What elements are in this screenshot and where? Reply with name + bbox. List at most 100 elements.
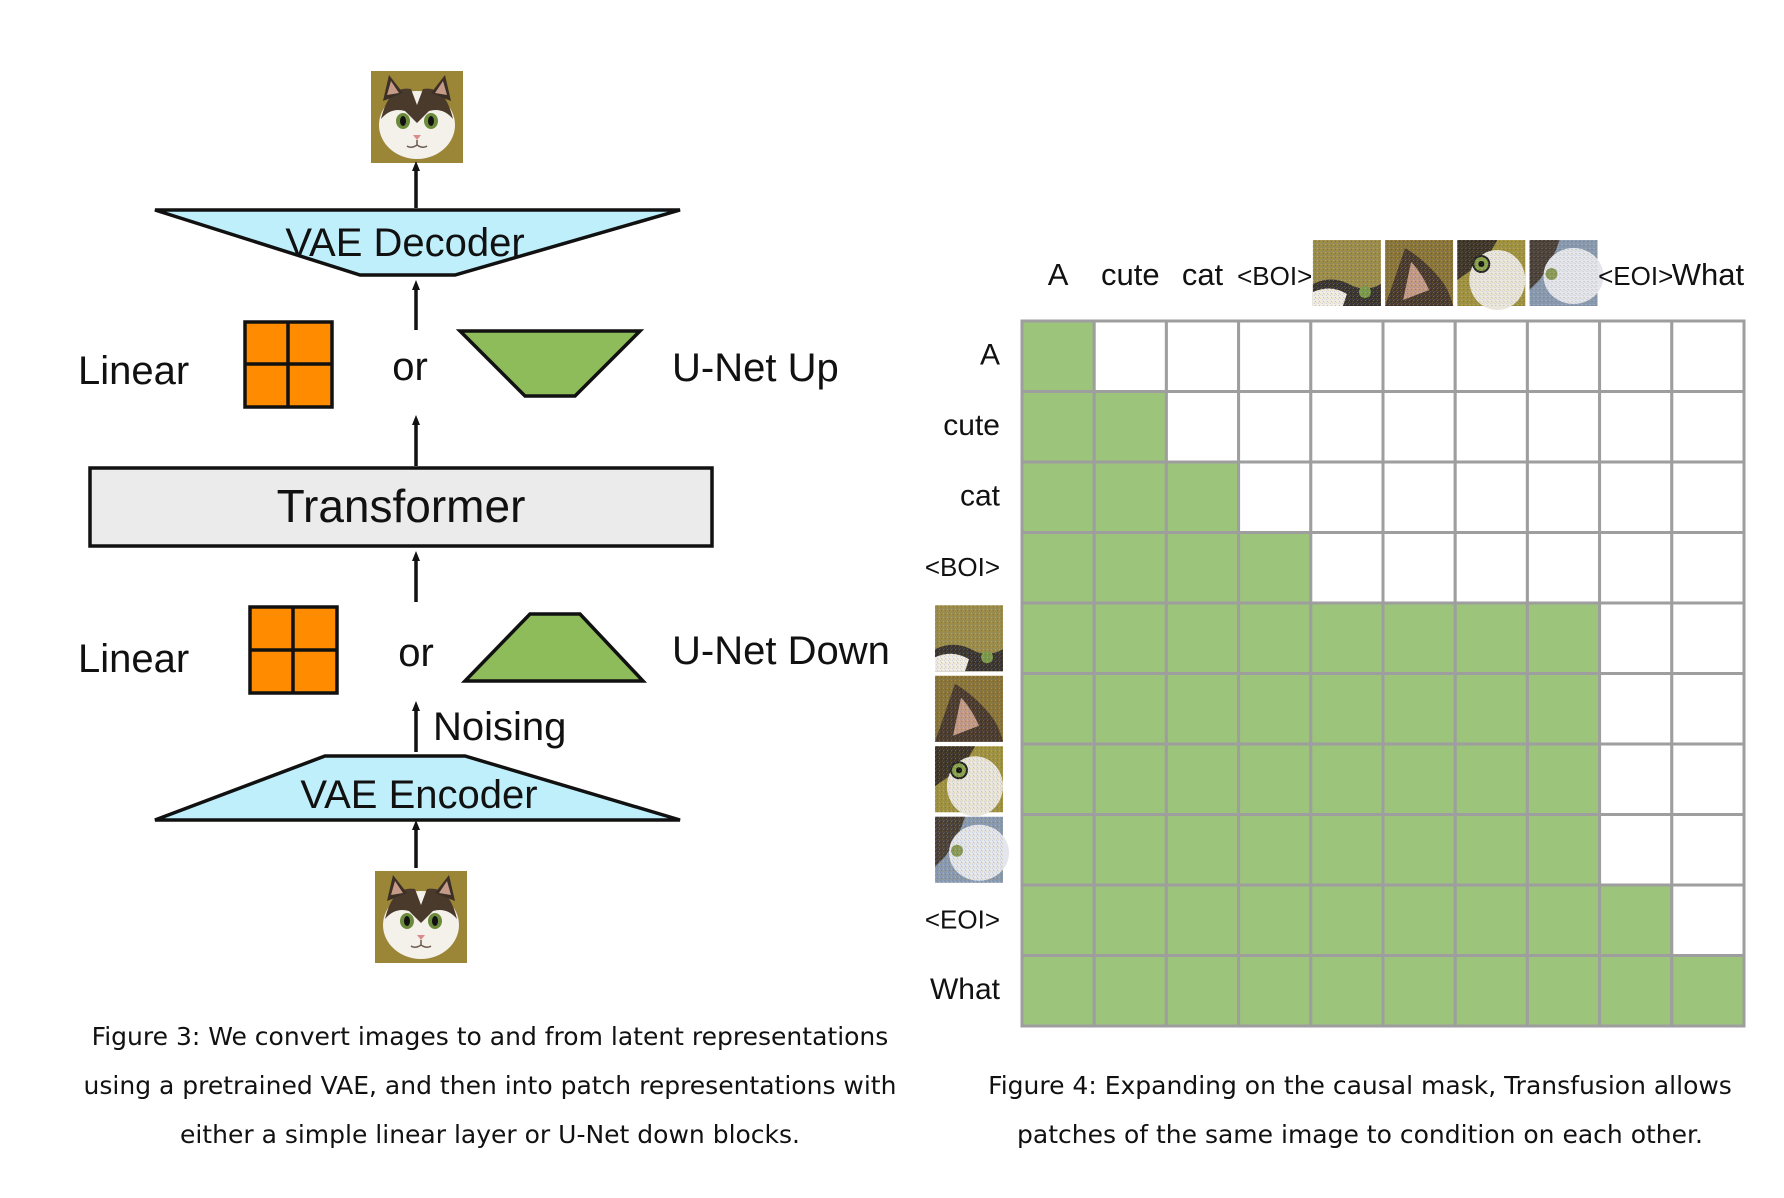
mask-cell-attend bbox=[1020, 813, 1096, 887]
mask-cell-attend bbox=[1237, 742, 1313, 816]
mask-cell-blocked bbox=[1525, 531, 1602, 605]
row-image-patch bbox=[935, 675, 1003, 742]
column-image-patch bbox=[1456, 239, 1527, 311]
mask-cell-attend bbox=[1020, 883, 1096, 957]
mask-cell-attend bbox=[1164, 813, 1241, 887]
linear-top-label: Linear bbox=[78, 349, 189, 393]
figure3-caption-line: Figure 3: We convert images to and from … bbox=[91, 1022, 889, 1051]
mask-cells bbox=[1020, 319, 1746, 1028]
mask-cell-blocked bbox=[1598, 531, 1674, 605]
mask-cell-attend bbox=[1237, 601, 1313, 675]
mask-cell-attend bbox=[1164, 531, 1241, 605]
unet-down-label: U-Net Down bbox=[672, 629, 890, 673]
mask-cell-attend bbox=[1309, 742, 1385, 816]
mask-cell-attend bbox=[1525, 813, 1602, 887]
mask-cell-attend bbox=[1020, 319, 1096, 393]
mask-cell-blocked bbox=[1237, 460, 1313, 534]
mask-cell-attend bbox=[1164, 601, 1241, 675]
mask-cell-blocked bbox=[1670, 319, 1746, 393]
mask-cell-blocked bbox=[1164, 319, 1241, 393]
mask-cell-attend bbox=[1381, 813, 1457, 887]
mask-cell-attend bbox=[1164, 672, 1241, 746]
or-top-label: or bbox=[392, 345, 428, 389]
mask-cell-blocked bbox=[1670, 672, 1746, 746]
mask-cell-attend bbox=[1237, 531, 1313, 605]
row-label: What bbox=[930, 973, 1001, 1006]
mask-cell-blocked bbox=[1670, 883, 1746, 957]
vae-decoder-shape bbox=[154, 208, 681, 277]
mask-cell-blocked bbox=[1525, 319, 1602, 393]
row-label: <BOI> bbox=[925, 552, 1000, 582]
mask-cell-attend bbox=[1237, 813, 1313, 887]
mask-cell-attend bbox=[1525, 672, 1602, 746]
column-image-patch bbox=[1312, 240, 1381, 306]
row-label: cute bbox=[943, 409, 1000, 442]
mask-cell-blocked bbox=[1670, 742, 1746, 816]
mask-cell-attend bbox=[1020, 742, 1096, 816]
column-label: A bbox=[1048, 257, 1069, 292]
mask-cell-attend bbox=[1381, 883, 1457, 957]
mask-cell-blocked bbox=[1525, 390, 1602, 464]
mask-cell-blocked bbox=[1237, 319, 1313, 393]
column-label: cat bbox=[1182, 257, 1224, 292]
mask-cell-attend bbox=[1164, 460, 1241, 534]
mask-cell-attend bbox=[1092, 390, 1168, 464]
row-label: cat bbox=[960, 479, 1001, 512]
mask-cell-attend bbox=[1453, 883, 1529, 957]
row-image-patch bbox=[935, 816, 1009, 883]
mask-cell-blocked bbox=[1598, 742, 1674, 816]
mask-cell-blocked bbox=[1453, 531, 1529, 605]
figure4-caption-line: Figure 4: Expanding on the causal mask, … bbox=[988, 1071, 1732, 1100]
mask-cell-attend bbox=[1309, 672, 1385, 746]
linear-top-block bbox=[243, 320, 334, 409]
mask-cell-attend bbox=[1525, 601, 1602, 675]
mask-cell-attend bbox=[1020, 390, 1096, 464]
mask-cell-attend bbox=[1453, 672, 1529, 746]
mask-cell-attend bbox=[1164, 954, 1241, 1028]
column-label: <BOI> bbox=[1237, 261, 1312, 291]
mask-cell-blocked bbox=[1381, 531, 1457, 605]
mask-cell-attend bbox=[1453, 742, 1529, 816]
mask-cell-blocked bbox=[1670, 460, 1746, 534]
figure3-diagram: VAE Decoder Linear or U-Net Up Transform… bbox=[78, 70, 890, 964]
column-label: cute bbox=[1101, 257, 1160, 292]
column-label: What bbox=[1672, 257, 1745, 292]
unet-up-label: U-Net Up bbox=[672, 346, 839, 390]
mask-cell-attend bbox=[1020, 460, 1096, 534]
figure3-caption-line: using a pretrained VAE, and then into pa… bbox=[83, 1071, 897, 1100]
mask-cell-blocked bbox=[1598, 390, 1674, 464]
linear-bottom-block bbox=[248, 605, 339, 695]
mask-cell-attend bbox=[1309, 954, 1385, 1028]
mask-cell-attend bbox=[1525, 883, 1602, 957]
mask-cell-blocked bbox=[1309, 531, 1385, 605]
mask-cell-attend bbox=[1598, 883, 1674, 957]
mask-cell-attend bbox=[1237, 883, 1313, 957]
column-image-patch bbox=[1385, 240, 1454, 306]
vae-decoder-label: VAE Decoder bbox=[285, 221, 524, 265]
mask-cell-blocked bbox=[1309, 319, 1385, 393]
mask-cell-attend bbox=[1381, 672, 1457, 746]
mask-cell-attend bbox=[1020, 601, 1096, 675]
unet-down-shape bbox=[460, 612, 648, 683]
mask-cell-attend bbox=[1453, 601, 1529, 675]
mask-cell-attend bbox=[1164, 742, 1241, 816]
mask-cell-blocked bbox=[1670, 601, 1746, 675]
mask-cell-blocked bbox=[1598, 319, 1674, 393]
mask-cell-attend bbox=[1309, 601, 1385, 675]
mask-cell-attend bbox=[1381, 601, 1457, 675]
mask-cell-attend bbox=[1092, 672, 1168, 746]
mask-cell-attend bbox=[1092, 813, 1168, 887]
mask-cell-attend bbox=[1092, 742, 1168, 816]
mask-cell-attend bbox=[1092, 460, 1168, 534]
mask-cell-blocked bbox=[1453, 390, 1529, 464]
mask-cell-attend bbox=[1453, 813, 1529, 887]
mask-cell-attend bbox=[1381, 954, 1457, 1028]
linear-bottom-label: Linear bbox=[78, 637, 189, 681]
mask-cell-attend bbox=[1598, 954, 1674, 1028]
mask-cell-blocked bbox=[1525, 460, 1602, 534]
mask-cell-attend bbox=[1092, 531, 1168, 605]
mask-cell-attend bbox=[1309, 813, 1385, 887]
mask-cell-attend bbox=[1670, 954, 1746, 1028]
